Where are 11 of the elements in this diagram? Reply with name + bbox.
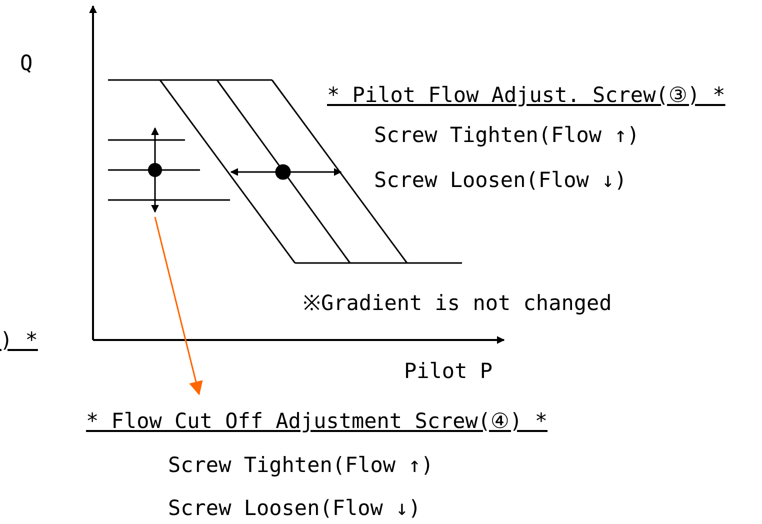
note-text: Screw Loosen(Flow ↓): [374, 167, 627, 193]
arrow: [154, 216, 203, 396]
heading: * Pilot Flow Adjust. Screw(③) *: [327, 82, 726, 108]
heading: ) *: [0, 327, 38, 353]
heading: * Flow Cut Off Adjustment Screw(④) *: [86, 408, 548, 434]
axis-label: Q: [20, 50, 33, 76]
axis-label: Pilot P: [404, 358, 493, 384]
note-text: ※Gradient is not changed: [303, 290, 612, 316]
note-text: Screw Tighten(Flow ↑): [168, 452, 434, 478]
note-text: Screw Tighten(Flow ↑): [374, 122, 640, 148]
note-text: Screw Loosen(Flow ↓): [168, 495, 421, 521]
